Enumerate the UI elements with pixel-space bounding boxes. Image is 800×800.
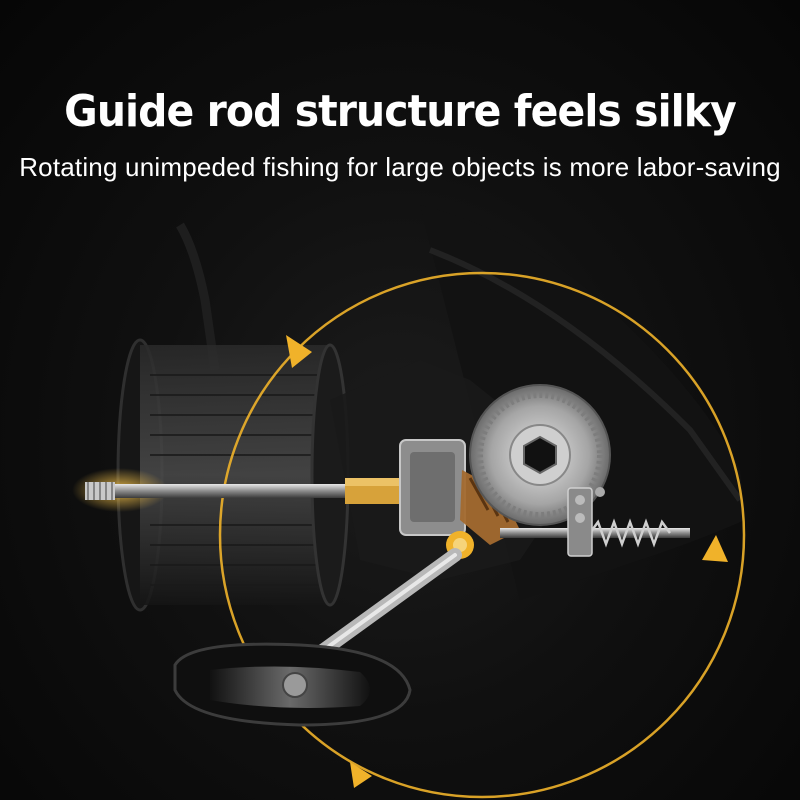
spring-slide-rod xyxy=(500,487,690,557)
subheadline: Rotating unimpeded fishing for large obj… xyxy=(19,152,781,182)
arrow-head-right-icon xyxy=(702,535,728,562)
reel-body xyxy=(116,205,745,612)
headline: Guide rod structure feels silky xyxy=(64,86,737,137)
guide-rod xyxy=(72,468,405,512)
oscillation-block xyxy=(399,439,520,545)
arrow-head-bottom-icon xyxy=(350,762,372,788)
rotation-arrow-circle xyxy=(218,271,746,799)
crank-handle xyxy=(173,531,474,727)
arrow-head-left-icon xyxy=(286,335,312,368)
